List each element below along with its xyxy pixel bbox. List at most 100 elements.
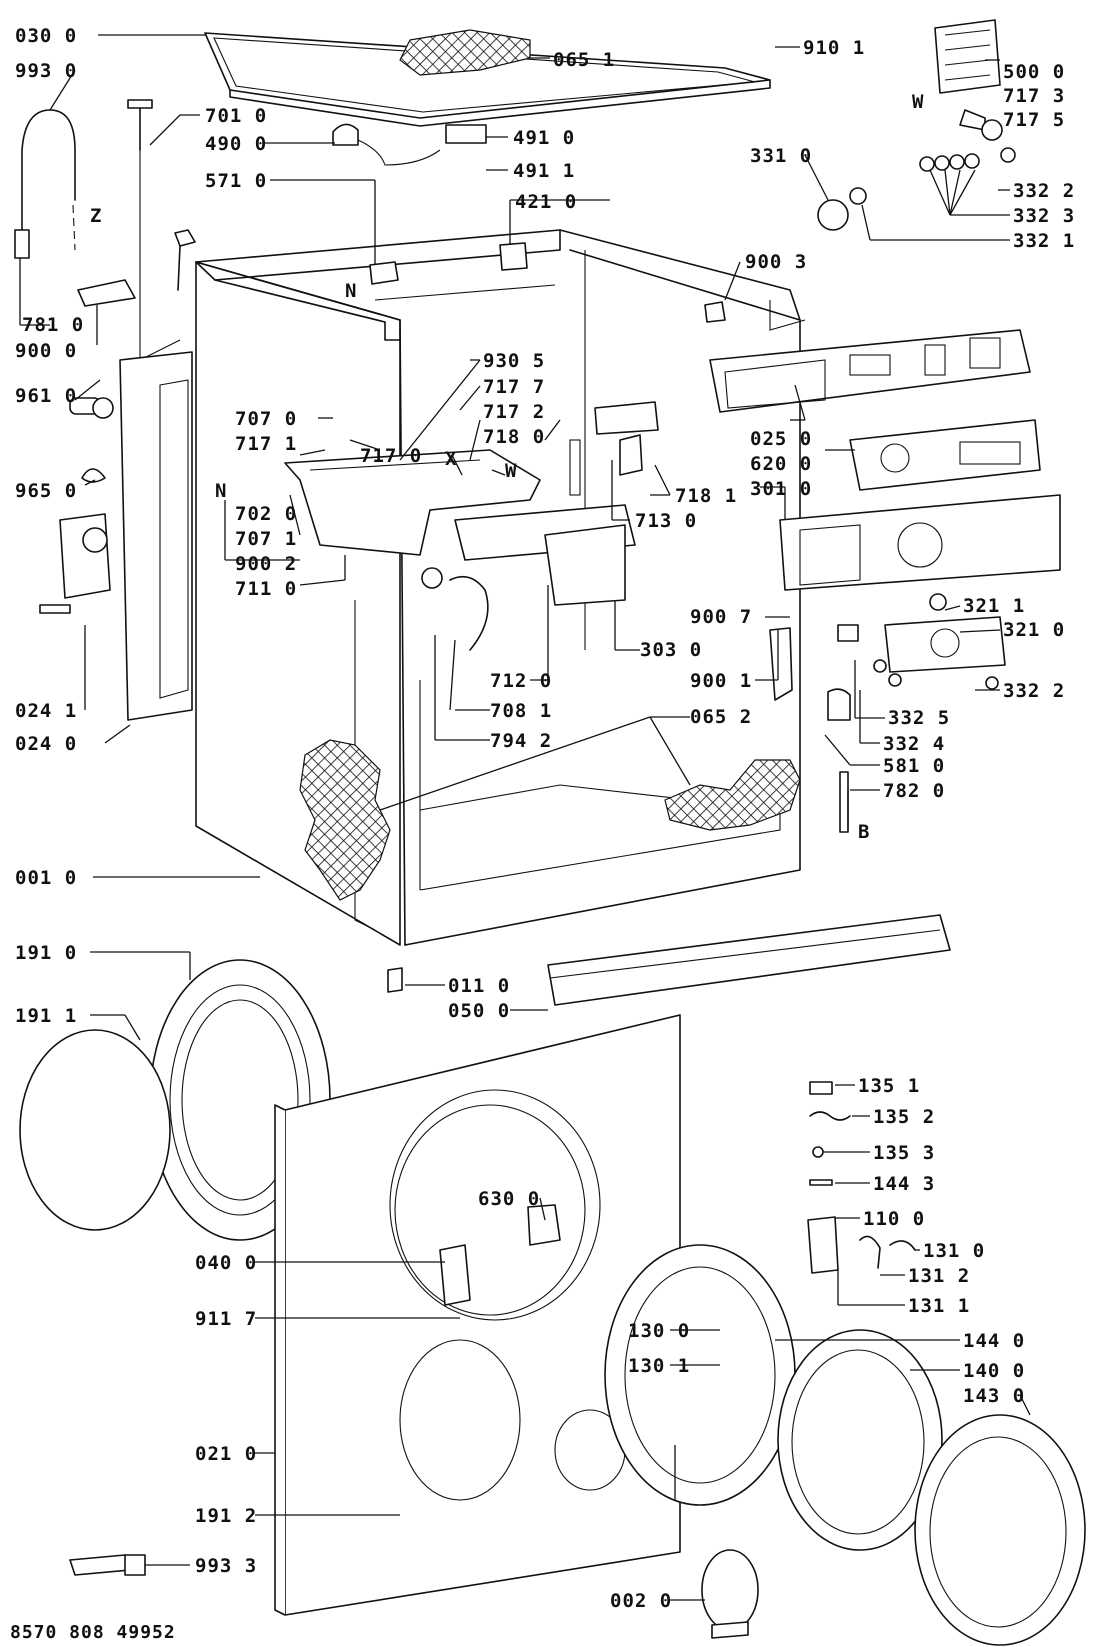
- handle-parts: [807, 1081, 916, 1274]
- label-930-5: 930 5: [483, 350, 545, 372]
- label-332-2-top: 332 2: [1013, 180, 1075, 202]
- label-130-0: 130 0: [628, 1320, 690, 1342]
- label-900-0: 900 0: [15, 340, 77, 362]
- inlet-valve-bracket: [77, 279, 136, 307]
- label-135-1: 135 1: [858, 1075, 920, 1097]
- label-332-1: 332 1: [1013, 230, 1075, 252]
- label-144-3: 144 3: [873, 1173, 935, 1195]
- drain-pump: [39, 513, 111, 614]
- door-assembly: [604, 1244, 1086, 1646]
- label-630-0: 630 0: [478, 1188, 540, 1210]
- insulation-pad-base: [664, 759, 801, 831]
- label-491-0: 491 0: [513, 127, 575, 149]
- label-321-0: 321 0: [1003, 619, 1065, 641]
- control-panel-assemblies: [709, 329, 1061, 690]
- label-W-top: W: [912, 91, 924, 113]
- label-911-7: 911 7: [195, 1308, 257, 1330]
- label-191-1: 191 1: [15, 1005, 77, 1027]
- knob-set: [817, 153, 980, 231]
- label-131-0: 131 0: [923, 1240, 985, 1262]
- mid-small-parts: [332, 123, 859, 833]
- inlet-hose: [14, 109, 76, 259]
- label-N-top: N: [345, 280, 357, 302]
- insulation-pad-side: [299, 739, 391, 901]
- label-040-0: 040 0: [195, 1252, 257, 1274]
- label-910-1: 910 1: [803, 37, 865, 59]
- label-332-4: 332 4: [883, 733, 945, 755]
- label-900-2: 900 2: [235, 553, 297, 575]
- label-491-1: 491 1: [513, 160, 575, 182]
- label-581-0: 581 0: [883, 755, 945, 777]
- label-708-1: 708 1: [490, 700, 552, 722]
- label-701-0: 701 0: [205, 105, 267, 127]
- label-993-3: 993 3: [195, 1555, 257, 1577]
- plinth: [387, 914, 951, 1006]
- label-065-1: 065 1: [553, 49, 615, 71]
- label-620-0: 620 0: [750, 453, 812, 475]
- label-191-2: 191 2: [195, 1505, 257, 1527]
- label-794-2: 794 2: [490, 730, 552, 752]
- part-number-labels: 030 0 993 0 065 1 910 1 500 0 717 3 717 …: [10, 25, 1075, 1643]
- label-131-2: 131 2: [908, 1265, 970, 1287]
- insulation-pad-top: [399, 29, 531, 76]
- leader-lines: [19, 34, 1031, 1601]
- label-718-1: 718 1: [675, 485, 737, 507]
- label-001-0: 001 0: [15, 867, 77, 889]
- label-332-3: 332 3: [1013, 205, 1075, 227]
- label-993-0: 993 0: [15, 60, 77, 82]
- label-900-1: 900 1: [690, 670, 752, 692]
- label-W-mid: W: [505, 460, 517, 482]
- label-331-0: 331 0: [750, 145, 812, 167]
- label-961-0: 961 0: [15, 385, 77, 407]
- label-900-3: 900 3: [745, 251, 807, 273]
- label-191-0: 191 0: [15, 942, 77, 964]
- electronic-module: [934, 19, 1016, 163]
- label-717-5: 717 5: [1003, 109, 1065, 131]
- label-332-5: 332 5: [888, 707, 950, 729]
- label-024-1: 024 1: [15, 700, 77, 722]
- label-711-0: 711 0: [235, 578, 297, 600]
- label-130-1: 130 1: [628, 1355, 690, 1377]
- label-050-0: 050 0: [448, 1000, 510, 1022]
- label-135-3: 135 3: [873, 1142, 935, 1164]
- label-011-0: 011 0: [448, 975, 510, 997]
- label-303-0: 303 0: [640, 639, 702, 661]
- label-900-7: 900 7: [690, 606, 752, 628]
- label-717-3: 717 3: [1003, 85, 1065, 107]
- clamp-wire: [19, 1029, 171, 1231]
- front-panel: [274, 1014, 681, 1616]
- label-X: X: [445, 448, 457, 470]
- hose-fitting: [174, 229, 196, 291]
- filter-cap: [701, 1549, 759, 1639]
- label-140-0: 140 0: [963, 1360, 1025, 1382]
- label-717-1: 717 1: [235, 433, 297, 455]
- label-781-0: 781 0: [22, 314, 84, 336]
- label-702-0: 702 0: [235, 503, 297, 525]
- label-707-0: 707 0: [235, 408, 297, 430]
- detergent-dispenser: [284, 449, 636, 651]
- label-707-1: 707 1: [235, 528, 297, 550]
- label-135-2: 135 2: [873, 1106, 935, 1128]
- label-024-0: 024 0: [15, 733, 77, 755]
- service-tool: [69, 1554, 146, 1576]
- label-782-0: 782 0: [883, 780, 945, 802]
- label-717-0: 717 0: [360, 445, 422, 467]
- label-030-0: 030 0: [15, 25, 77, 47]
- label-717-2: 717 2: [483, 401, 545, 423]
- label-025-0: 025 0: [750, 428, 812, 450]
- label-321-1: 321 1: [963, 595, 1025, 617]
- label-712-0: 712 0: [490, 670, 552, 692]
- valve-tube: [127, 99, 181, 361]
- label-713-0: 713 0: [635, 510, 697, 532]
- label-N-mid: N: [215, 480, 227, 502]
- label-571-0: 571 0: [205, 170, 267, 192]
- label-718-0: 718 0: [483, 426, 545, 448]
- label-301-0: 301 0: [750, 478, 812, 500]
- drawing-reference-number: 8570 808 49952: [10, 1622, 176, 1643]
- seal-ring: [81, 468, 106, 483]
- label-717-7: 717 7: [483, 376, 545, 398]
- label-143-0: 143 0: [963, 1385, 1025, 1407]
- label-965-0: 965 0: [15, 480, 77, 502]
- label-065-2: 065 2: [690, 706, 752, 728]
